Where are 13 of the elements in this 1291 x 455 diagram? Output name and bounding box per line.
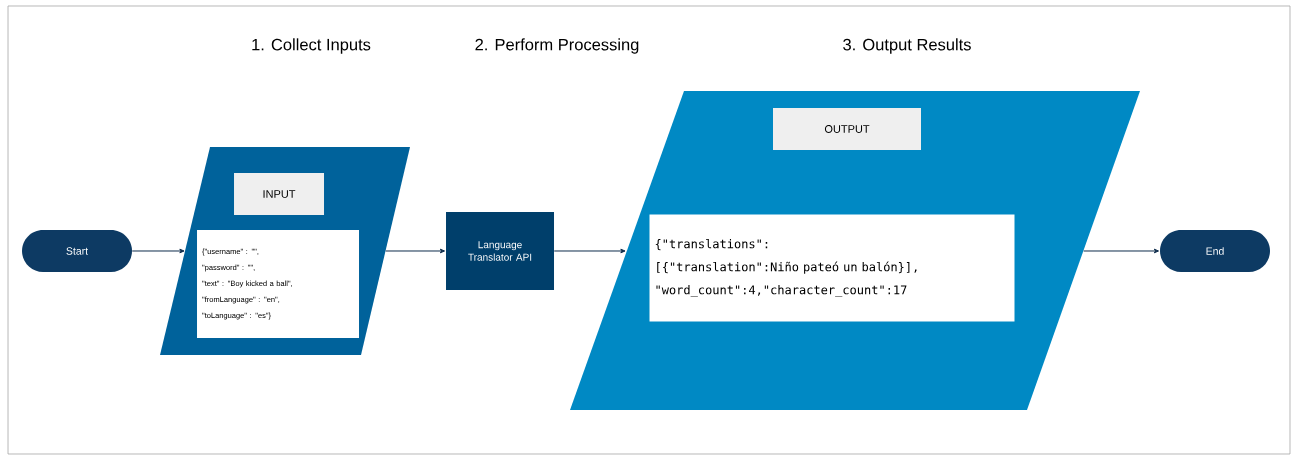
step-heading: 1. Collect Inputs: [252, 38, 371, 54]
arrow: [553, 248, 626, 254]
arrow: [385, 248, 446, 254]
step-heading: 3. Output Results: [843, 38, 971, 54]
arrow: [131, 248, 185, 254]
code-box: {"translations": [{"translation":Niño pateó un balón}], "word_count":4,"character_count":17: [649, 214, 1015, 322]
label-box: INPUT: [234, 173, 324, 215]
step-heading: 2. Perform Processing: [475, 38, 639, 54]
terminal-node: Start: [22, 230, 132, 272]
terminal-node: End: [1160, 230, 1270, 272]
arrow: [1083, 248, 1160, 254]
label-box: OUTPUT: [773, 108, 921, 150]
process-box: Language Translator API: [446, 212, 554, 290]
